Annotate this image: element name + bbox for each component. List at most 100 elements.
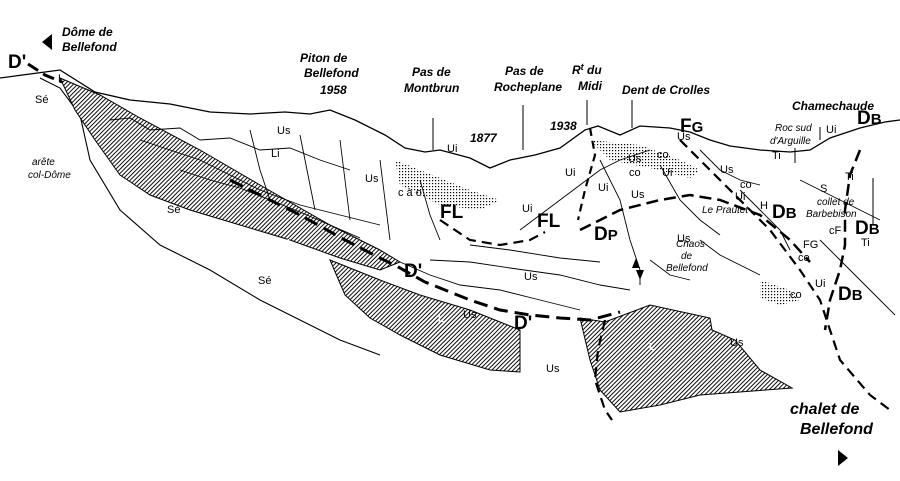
unit-label-us-9: Us [463,309,477,321]
unit-label-fg-small: FG [803,239,818,251]
label-dome-1: Dôme de [62,25,113,39]
label-year-1877: 1877 [470,131,498,145]
unit-label-se-1: Sé [35,94,48,106]
fault-label-db-4: DB [838,284,863,305]
unit-label-ui-3: Ui [565,167,575,179]
label-arete-1: arête [32,157,55,168]
arrow-left-icon [42,34,52,50]
unit-label-l-3: L [649,342,655,353]
fault-label-fg: FG [680,116,703,137]
unit-label-us-2: Us [365,173,379,185]
cliff-details [109,117,896,316]
label-rocheplane-2: Rocheplane [494,80,562,94]
unit-l-band-lower [329,259,521,373]
fault-fg [679,139,891,411]
unit-co-band-right [590,140,700,178]
unit-cao-band [395,160,500,210]
fault-fl [439,219,546,247]
fault-midi [576,127,597,221]
label-chaos-1: Chaos [676,239,705,250]
label-chamechaude: Chamechaude [792,99,874,113]
unit-label-us-3: Us [677,131,691,143]
unit-label-s: S [820,183,827,195]
unit-label-us-5: Us [631,189,645,201]
unit-label-l-2: L [438,314,444,325]
unit-label-co-4: co [798,252,810,264]
label-chaos-2: de [681,251,693,262]
unit-label-l-4: L [58,73,64,85]
unit-label-us-8: Us [524,271,538,283]
fault-label-db-1: DB [857,108,882,129]
label-rocheplane-1: Pas de [505,64,544,78]
unit-label-cf: cF [829,225,842,237]
label-midi-2: Midi [578,79,603,93]
leader-lines [432,100,874,225]
unit-co-band-right2 [760,280,800,305]
unit-label-ui-8: Ui [815,278,825,290]
fault-db [823,149,862,331]
fault-label-fl-lower: FL [537,211,561,232]
fault-label-fl-upper: FL [440,202,464,223]
unit-label-us-6: Us [720,164,734,176]
label-chalet-1: chalet de [790,401,859,418]
unit-label-us-10: Us [730,337,744,349]
fault-label-db-2: DB [772,202,797,223]
unit-label-h: H [760,200,768,212]
unit-label-co-5: co [790,289,802,301]
ridge-skyline [0,69,900,169]
unit-label-co-1: co [657,149,669,161]
label-barbebison-2: Barbebison [806,209,857,220]
label-arguille-2: d'Arguille [770,136,811,147]
label-prautet: Le Prautet [702,205,749,216]
unit-label-ui-4: Ui [598,182,608,194]
fault-dprime-upper [27,62,63,84]
label-piton-2: Bellefond [304,66,359,80]
arrow-down-icon [636,270,644,280]
fault-label-dprime-middle: D' [404,261,422,282]
unit-label-co-2: co [629,167,641,179]
label-chalet-2: Bellefond [800,421,874,438]
unit-label-se-2: Sé [167,204,180,216]
unit-label-cao: c à o [398,187,422,199]
unit-label-us-4: Us [628,153,642,165]
fault-label-dp: DP [594,224,618,245]
unit-label-ui-7: Ui [826,124,836,136]
unit-label-ti-1: Ti [772,150,781,162]
unit-label-us-11: Us [546,363,560,375]
label-chaos-3: Bellefond [666,263,708,274]
unit-label-se-3: Sé [258,275,271,287]
unit-label-ui-2: Ui [522,203,532,215]
label-crolles: Dent de Crolles [622,83,710,97]
label-montbrun-2: Montbrun [404,81,459,95]
fault-label-dprime-topleft: D' [8,52,26,73]
unit-label-co-3: co [740,179,752,191]
unit-label-us-7: Us [677,233,691,245]
unit-label-us-1: Us [277,125,291,137]
fault-label-dprime-lower: D' [514,313,532,334]
unit-label-l-1: L [287,238,293,249]
unit-label-ui-5: Ui [662,167,672,179]
fault-dprime-main [229,178,621,322]
fault-vertical-center [593,319,613,421]
label-arete-2: col-Dôme [28,170,71,181]
label-year-1938: 1938 [550,119,577,133]
unit-l-central-block [579,304,794,413]
label-piton-1: Piton de [300,51,348,65]
arrow-up-icon [632,258,640,268]
fault-lines [27,62,891,421]
label-barbebison-1: collet de [817,197,855,208]
unit-label-ui-1: Ui [447,143,457,155]
label-dome-2: Bellefond [62,40,117,54]
unit-label-ti-3: Ti [861,237,870,249]
label-montbrun-1: Pas de [412,65,451,79]
label-arguille-1: Roc sud [775,123,812,134]
unit-label-ui-6: Ui [735,191,745,203]
unit-label-li: Li [271,148,280,160]
label-midi-1: Rt du [572,62,602,77]
unit-label-ti-2: Ti [845,171,854,183]
fault-label-db-3: DB [855,218,880,239]
fault-dp [579,193,811,263]
label-piton-3: 1958 [320,83,347,97]
arrow-right-icon [838,450,848,466]
